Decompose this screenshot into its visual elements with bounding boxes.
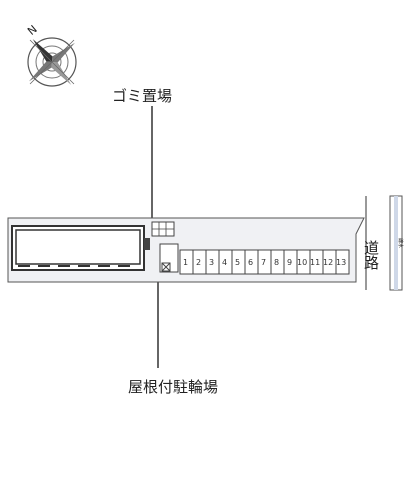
- parking-space-8: 8: [274, 258, 279, 267]
- parking-space-2: 2: [196, 258, 201, 267]
- road-label: 道路: [362, 240, 380, 270]
- parking-space-11: 11: [310, 258, 320, 267]
- building-inner: [15, 229, 141, 265]
- parking-dividers: [192, 250, 337, 274]
- parking-space-5: 5: [235, 258, 240, 267]
- parking-space-3: 3: [209, 258, 214, 267]
- north-label: N: [25, 23, 40, 38]
- garbage-area-label: ゴミ置場: [112, 87, 172, 105]
- road-side-note: 線水: [397, 238, 404, 248]
- road-waterway: [389, 195, 403, 291]
- entrance-box: [144, 238, 150, 250]
- parking-space-13: 13: [336, 258, 346, 267]
- garbage-station: [151, 221, 175, 237]
- covered-bicycle-parking-label: 屋根付駐輪場: [128, 378, 218, 396]
- parking-space-4: 4: [222, 258, 227, 267]
- parking-space-6: 6: [248, 258, 253, 267]
- parking-space-7: 7: [261, 258, 266, 267]
- prohibited-mark-x2: [161, 262, 171, 272]
- parking-space-12: 12: [323, 258, 333, 267]
- parking-space-1: 1: [183, 258, 188, 267]
- parking-space-10: 10: [297, 258, 307, 267]
- parking-spaces: 1 2 3 4 5 6 7 8 9 10 11 12 13: [179, 249, 350, 275]
- compass-rose-icon: [27, 37, 77, 87]
- parking-space-9: 9: [287, 258, 292, 267]
